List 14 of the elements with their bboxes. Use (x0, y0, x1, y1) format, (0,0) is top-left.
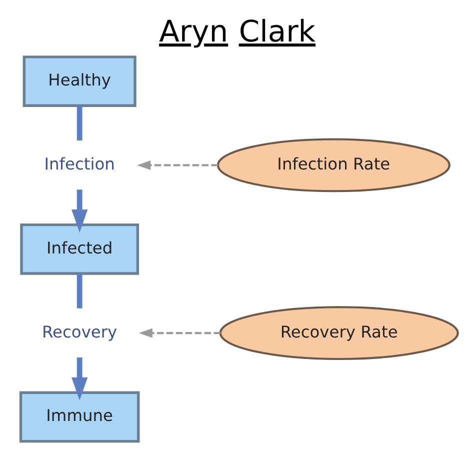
node-box: Immune (18, 391, 140, 443)
arrow (138, 328, 220, 338)
node-box: Infected (20, 223, 139, 275)
connector (76, 274, 82, 308)
arrow (71, 190, 88, 233)
node-ellipse: Recovery Rate (218, 306, 458, 360)
arrow (71, 357, 88, 400)
node-text: Recovery (42, 322, 117, 342)
diagram-title: Aryn Clark (158, 14, 316, 50)
connector (76, 106, 82, 140)
node-box: Healthy (22, 56, 136, 107)
node-text: Infection (44, 154, 114, 174)
node-ellipse: Infection Rate (216, 138, 450, 192)
arrow (136, 160, 218, 170)
